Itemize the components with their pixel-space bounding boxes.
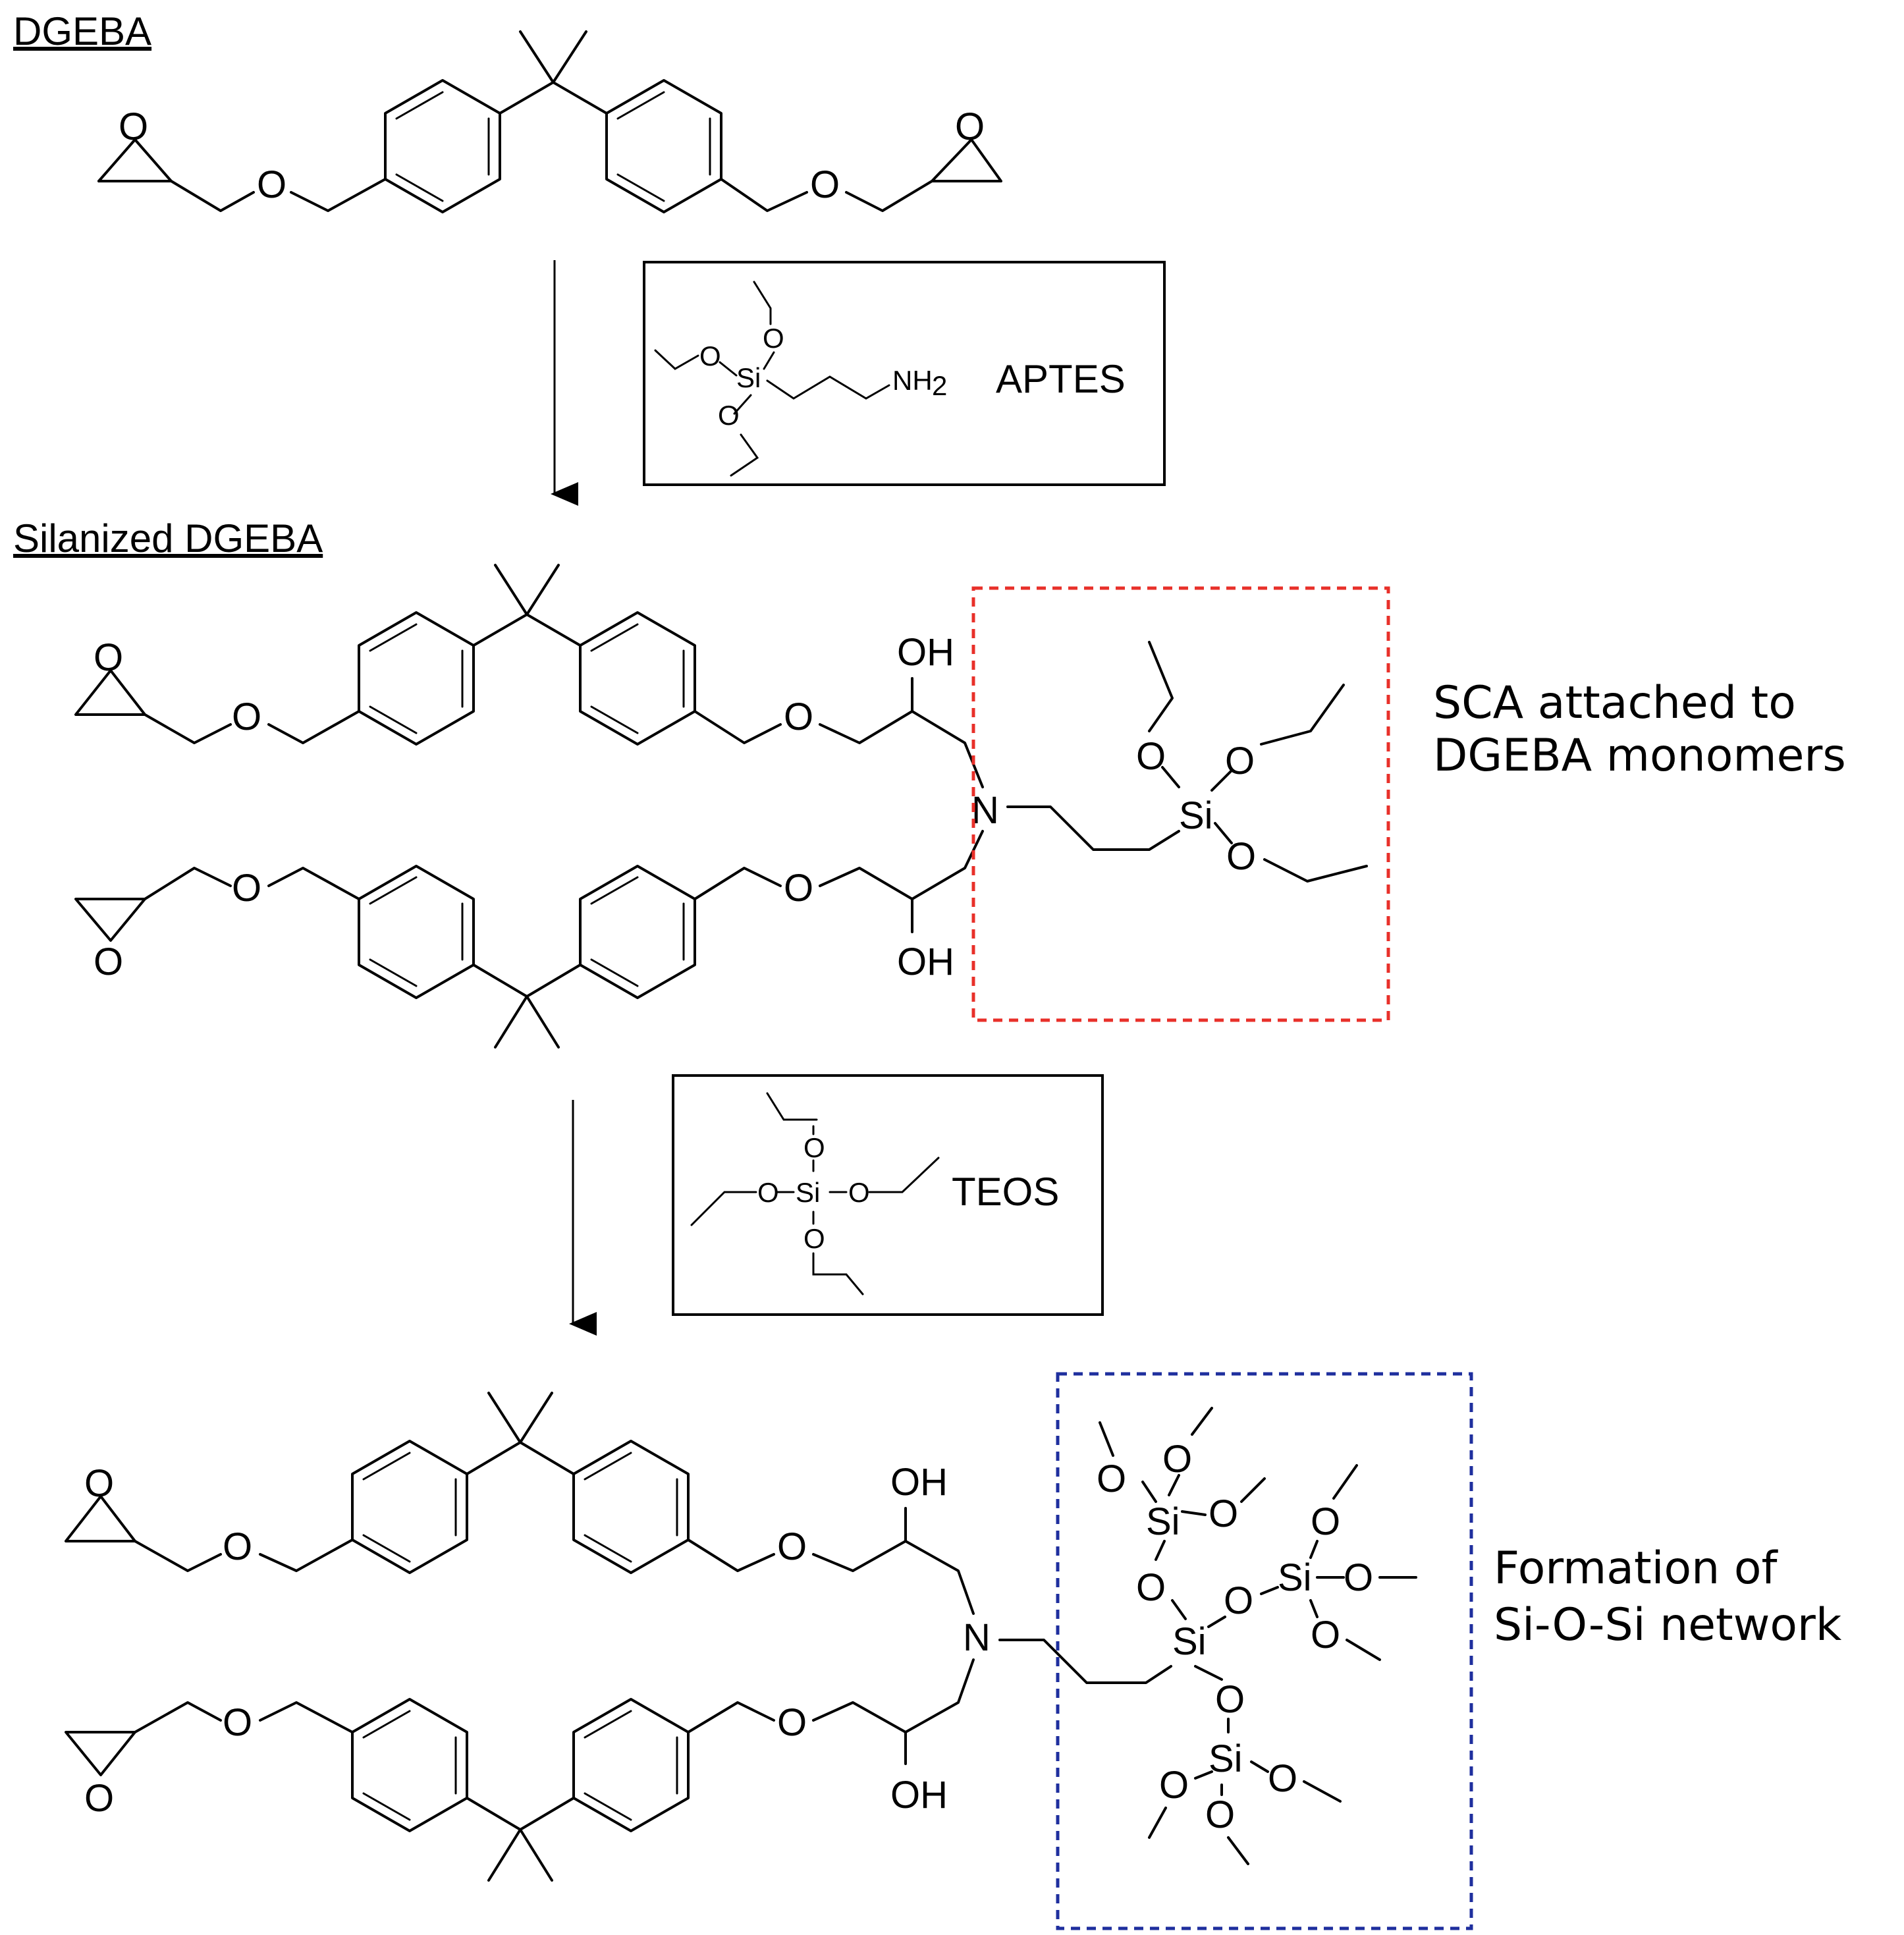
atom-o: O xyxy=(223,1525,252,1568)
atom-o: O xyxy=(955,105,985,148)
atom-o: O xyxy=(257,163,286,206)
atom-si: Si xyxy=(796,1177,820,1208)
atom-o: O xyxy=(1224,1579,1253,1622)
atom-o: O xyxy=(1205,1793,1235,1836)
network-molecule: O O O OH N OH O O O Si xyxy=(65,1392,1417,1882)
atom-o: O xyxy=(1215,1678,1245,1721)
atom-o: O xyxy=(232,867,261,910)
network-highlight-box xyxy=(1056,1372,1473,1930)
atom-o: O xyxy=(1159,1764,1189,1807)
teos-box: O O Si O O TEOS xyxy=(672,1074,1104,1316)
atom-o: O xyxy=(1344,1556,1373,1599)
atom-si: Si xyxy=(1209,1737,1243,1780)
atom-o: O xyxy=(848,1177,870,1208)
silanized-dgeba-heading: Silanized DGEBA xyxy=(13,516,323,560)
atom-n: N xyxy=(971,789,999,832)
atom-o: O xyxy=(784,867,813,910)
atom-oh: OH xyxy=(897,631,954,674)
atom-o: O xyxy=(763,323,784,354)
dgeba-heading: DGEBA xyxy=(13,9,151,53)
atom-o: O xyxy=(1225,740,1255,782)
atom-n: N xyxy=(963,1616,991,1659)
atom-si: Si xyxy=(1172,1620,1207,1663)
atom-o: O xyxy=(1268,1757,1297,1800)
sca-annotation-line2: DGEBA monomers xyxy=(1433,730,1846,782)
sca-annotation-line1: SCA attached to xyxy=(1433,677,1796,729)
atom-o: O xyxy=(777,1701,807,1744)
atom-oh: OH xyxy=(897,940,954,983)
atom-o: O xyxy=(232,695,261,738)
atom-o: O xyxy=(1136,735,1166,778)
atom-si: Si xyxy=(1179,794,1213,837)
atom-o: O xyxy=(777,1525,807,1568)
atom-o: O xyxy=(119,105,148,148)
network-annotation-line2: Si-O-Si network xyxy=(1494,1599,1842,1651)
atom-o: O xyxy=(699,341,721,371)
atom-o: O xyxy=(1136,1566,1166,1609)
atom-o: O xyxy=(1311,1614,1340,1656)
dgeba-molecule: O O O O xyxy=(97,30,1002,213)
teos-label: TEOS xyxy=(952,1170,1059,1214)
atom-o: O xyxy=(94,940,123,983)
atom-o: O xyxy=(1097,1458,1126,1500)
atom-o: O xyxy=(803,1223,825,1254)
atom-o: O xyxy=(784,695,813,738)
atom-o: O xyxy=(803,1132,825,1163)
atom-o: O xyxy=(1311,1500,1340,1543)
network-annotation-line1: Formation of xyxy=(1494,1542,1778,1594)
atom-o: O xyxy=(94,636,123,679)
atom-o: O xyxy=(1209,1492,1238,1535)
atom-o: O xyxy=(84,1462,114,1505)
atom-oh: OH xyxy=(890,1461,948,1504)
atom-o: O xyxy=(1226,835,1256,878)
sca-highlight-box xyxy=(971,586,1390,1022)
atom-subscript: 2 xyxy=(932,370,947,401)
atom-o: O xyxy=(84,1777,114,1820)
atom-o: O xyxy=(757,1177,779,1208)
atom-o: O xyxy=(223,1701,252,1744)
atom-si: Si xyxy=(1146,1500,1180,1543)
atom-oh: OH xyxy=(890,1774,948,1816)
atom-o: O xyxy=(718,400,740,431)
aptes-box: O O Si NH 2 O APTES xyxy=(643,261,1166,486)
silanized-dgeba-molecule: O O O OH N OH O O O Si O xyxy=(74,564,1368,1049)
atom-o: O xyxy=(810,163,840,206)
atom-o: O xyxy=(1162,1438,1192,1481)
aptes-label: APTES xyxy=(996,357,1126,401)
atom-si: Si xyxy=(1278,1556,1312,1599)
atom-nh2: NH xyxy=(892,365,933,396)
atom-si: Si xyxy=(736,362,761,393)
